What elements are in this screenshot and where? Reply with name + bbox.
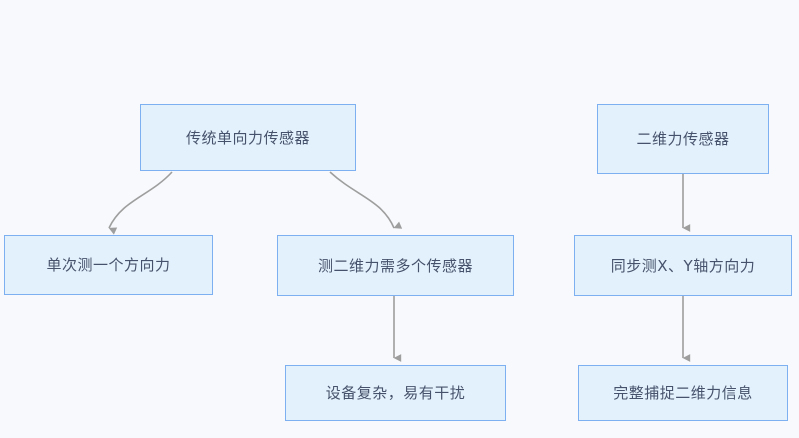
node-traditional-sensor[interactable]: 传统单向力传感器 <box>140 104 356 171</box>
node-complete-capture[interactable]: 完整捕捉二维力信息 <box>578 365 788 421</box>
node-label: 二维力传感器 <box>636 130 730 148</box>
node-label: 传统单向力传感器 <box>185 128 310 147</box>
node-single-axis-measurement[interactable]: 单次测一个方向力 <box>4 235 213 295</box>
edge-traditional-to-single-axis <box>108 171 173 235</box>
node-label: 完整捕捉二维力信息 <box>613 384 753 402</box>
node-sync-xy-measurement[interactable]: 同步测X、Y轴方向力 <box>574 235 792 296</box>
node-label: 设备复杂，易有干扰 <box>325 384 466 402</box>
edge-traditional-to-multi-sensor <box>329 171 403 229</box>
node-multi-sensor-required[interactable]: 测二维力需多个传感器 <box>277 235 514 296</box>
node-label: 同步测X、Y轴方向力 <box>610 256 756 275</box>
node-label: 测二维力需多个传感器 <box>317 256 473 275</box>
node-two-dimensional-sensor[interactable]: 二维力传感器 <box>597 104 769 174</box>
node-label: 单次测一个方向力 <box>46 256 171 274</box>
node-complex-interference[interactable]: 设备复杂，易有干扰 <box>285 365 506 421</box>
